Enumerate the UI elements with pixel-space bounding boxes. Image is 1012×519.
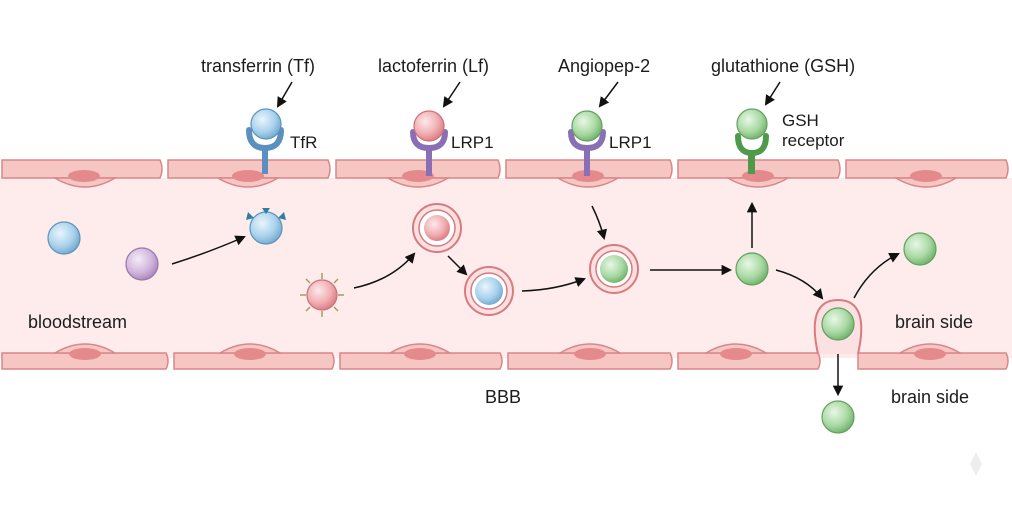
brain-side-outer-label: brain side [891, 387, 970, 407]
endothelial-cell [857, 352, 1009, 370]
cell-bulge [52, 177, 118, 188]
endothelial-cell [335, 159, 501, 179]
nucleus [68, 170, 100, 182]
endothelial-layer-bottom [1, 343, 1009, 370]
cell-bulge [215, 177, 281, 188]
endocytic-vesicle [464, 266, 514, 316]
transport-arrow [775, 269, 824, 300]
tfr-label: TfR [290, 133, 318, 152]
nucleus [232, 170, 264, 182]
glutathione-ligand [736, 108, 768, 140]
nucleus [720, 348, 752, 360]
nucleus [574, 348, 606, 360]
pointer-arrow [442, 81, 461, 108]
cell-bulge [385, 177, 451, 188]
angiopep-ligand [571, 110, 603, 142]
green-nanoparticle [903, 232, 937, 266]
bloodstream-label: bloodstream [28, 312, 128, 332]
gsh-receptor-line2: receptor [782, 131, 845, 151]
lrp1-label: LRP1 [609, 133, 652, 152]
lrp1-label: LRP1 [451, 133, 494, 152]
green-nanoparticle [735, 252, 769, 286]
lrp1-receptor [410, 129, 448, 176]
nucleus [742, 170, 774, 182]
tf-decorated-nanoparticle [246, 208, 286, 245]
brain-side-inner-label: brain side [895, 312, 974, 332]
pointer-arrow [598, 81, 619, 108]
endothelial-cell [1, 352, 169, 370]
endothelial-cell [167, 159, 331, 179]
lactoferrin-label: lactoferrin (Lf) [378, 56, 490, 76]
gsh-receptor-line1: GSH [782, 111, 819, 130]
cell-bulge [725, 177, 791, 188]
transport-arrow [353, 252, 416, 289]
endothelial-cell [845, 159, 1009, 179]
green-nanoparticle [821, 400, 855, 434]
lactoferrin-ligand [413, 110, 445, 142]
nucleus [69, 348, 101, 360]
nucleus [234, 348, 266, 360]
endothelial-cell [339, 352, 503, 370]
gsh-receptor-label: GSH receptor [782, 111, 844, 152]
transport-arrow [591, 205, 608, 241]
transport-arrow [521, 277, 586, 292]
sparkle-icon [970, 452, 982, 476]
pointer-arrow [764, 81, 781, 106]
nucleus [404, 348, 436, 360]
transferrin-label: transferrin (Tf) [201, 56, 316, 76]
endothelial-cell [1, 159, 163, 179]
angiopep-label: Angiopep-2 [558, 56, 651, 76]
endocytic-vesicle [412, 203, 462, 253]
glutathione-label: glutathione (GSH) [711, 56, 856, 76]
transport-arrow [447, 255, 468, 276]
transport-arrow [171, 235, 246, 265]
pointer-arrow [276, 81, 293, 108]
lrp1-receptor [568, 129, 606, 176]
exocytosis-pocket [813, 298, 863, 355]
endothelial-cell [173, 352, 335, 370]
tfr-receptor [246, 127, 284, 174]
purple-nanoparticle [125, 247, 159, 281]
endothelial-cell [507, 352, 673, 370]
transport-arrow [853, 253, 900, 299]
cell-bulge [555, 177, 621, 188]
blue-nanoparticle [47, 221, 81, 255]
gsh-receptor [735, 133, 769, 174]
bbb-label: BBB [485, 387, 522, 407]
transferrin-ligand [250, 108, 282, 140]
cell-bulge [893, 177, 959, 188]
endothelial-cell [677, 159, 841, 179]
ligand-decorated-nanoparticle [300, 273, 344, 317]
nucleus [914, 348, 946, 360]
endocytic-vesicle [589, 244, 639, 294]
nucleus [910, 170, 942, 182]
